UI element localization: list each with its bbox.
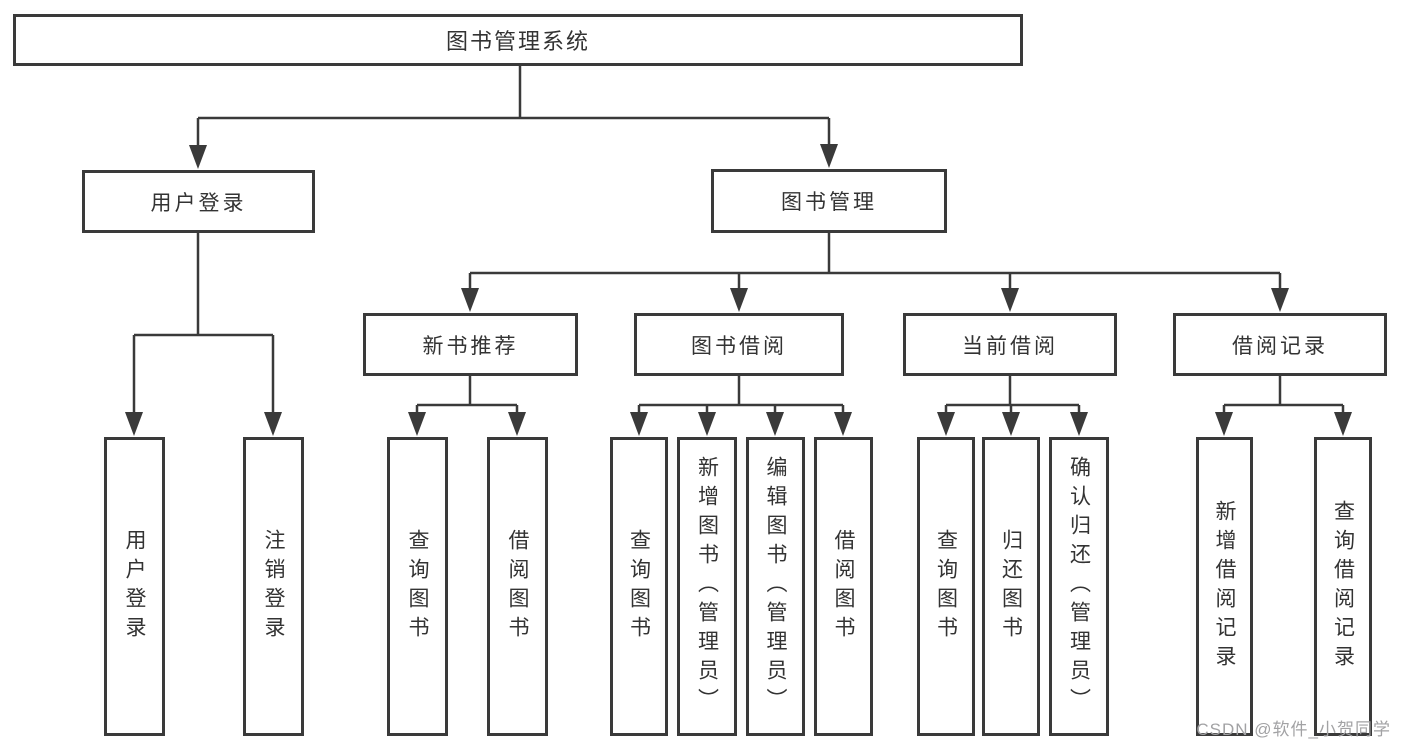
leaf-query-borrow-record: 查询借阅记录	[1314, 437, 1372, 736]
leaf-borrow-books-2: 借阅图书	[814, 437, 873, 736]
leaf-query-books-1: 查询图书	[387, 437, 448, 736]
leaf-edit-books-admin: 编辑图书（管理员）	[746, 437, 805, 736]
leaf-return-books: 归还图书	[982, 437, 1040, 736]
leaf-add-borrow-record: 新增借阅记录	[1196, 437, 1253, 736]
leaf-add-books-admin: 新增图书（管理员）	[677, 437, 737, 736]
node-book-borrowing: 图书借阅	[634, 313, 844, 376]
node-library-system: 图书管理系统	[13, 14, 1023, 66]
node-new-book-recommend: 新书推荐	[363, 313, 578, 376]
leaf-confirm-return-admin: 确认归还（管理员）	[1049, 437, 1109, 736]
node-current-borrowing: 当前借阅	[903, 313, 1117, 376]
leaf-query-books-2: 查询图书	[610, 437, 668, 736]
leaf-logout: 注销登录	[243, 437, 304, 736]
leaf-borrow-books-1: 借阅图书	[487, 437, 548, 736]
node-borrowing-records: 借阅记录	[1173, 313, 1387, 376]
leaf-query-books-3: 查询图书	[917, 437, 975, 736]
node-book-management: 图书管理	[711, 169, 947, 233]
leaf-user-login: 用户登录	[104, 437, 165, 736]
connector-stems	[132, 66, 1345, 414]
arrowheads	[125, 144, 1352, 436]
node-user-login: 用户登录	[82, 170, 315, 233]
watermark-text: CSDN @软件_小贺同学	[1196, 720, 1391, 739]
